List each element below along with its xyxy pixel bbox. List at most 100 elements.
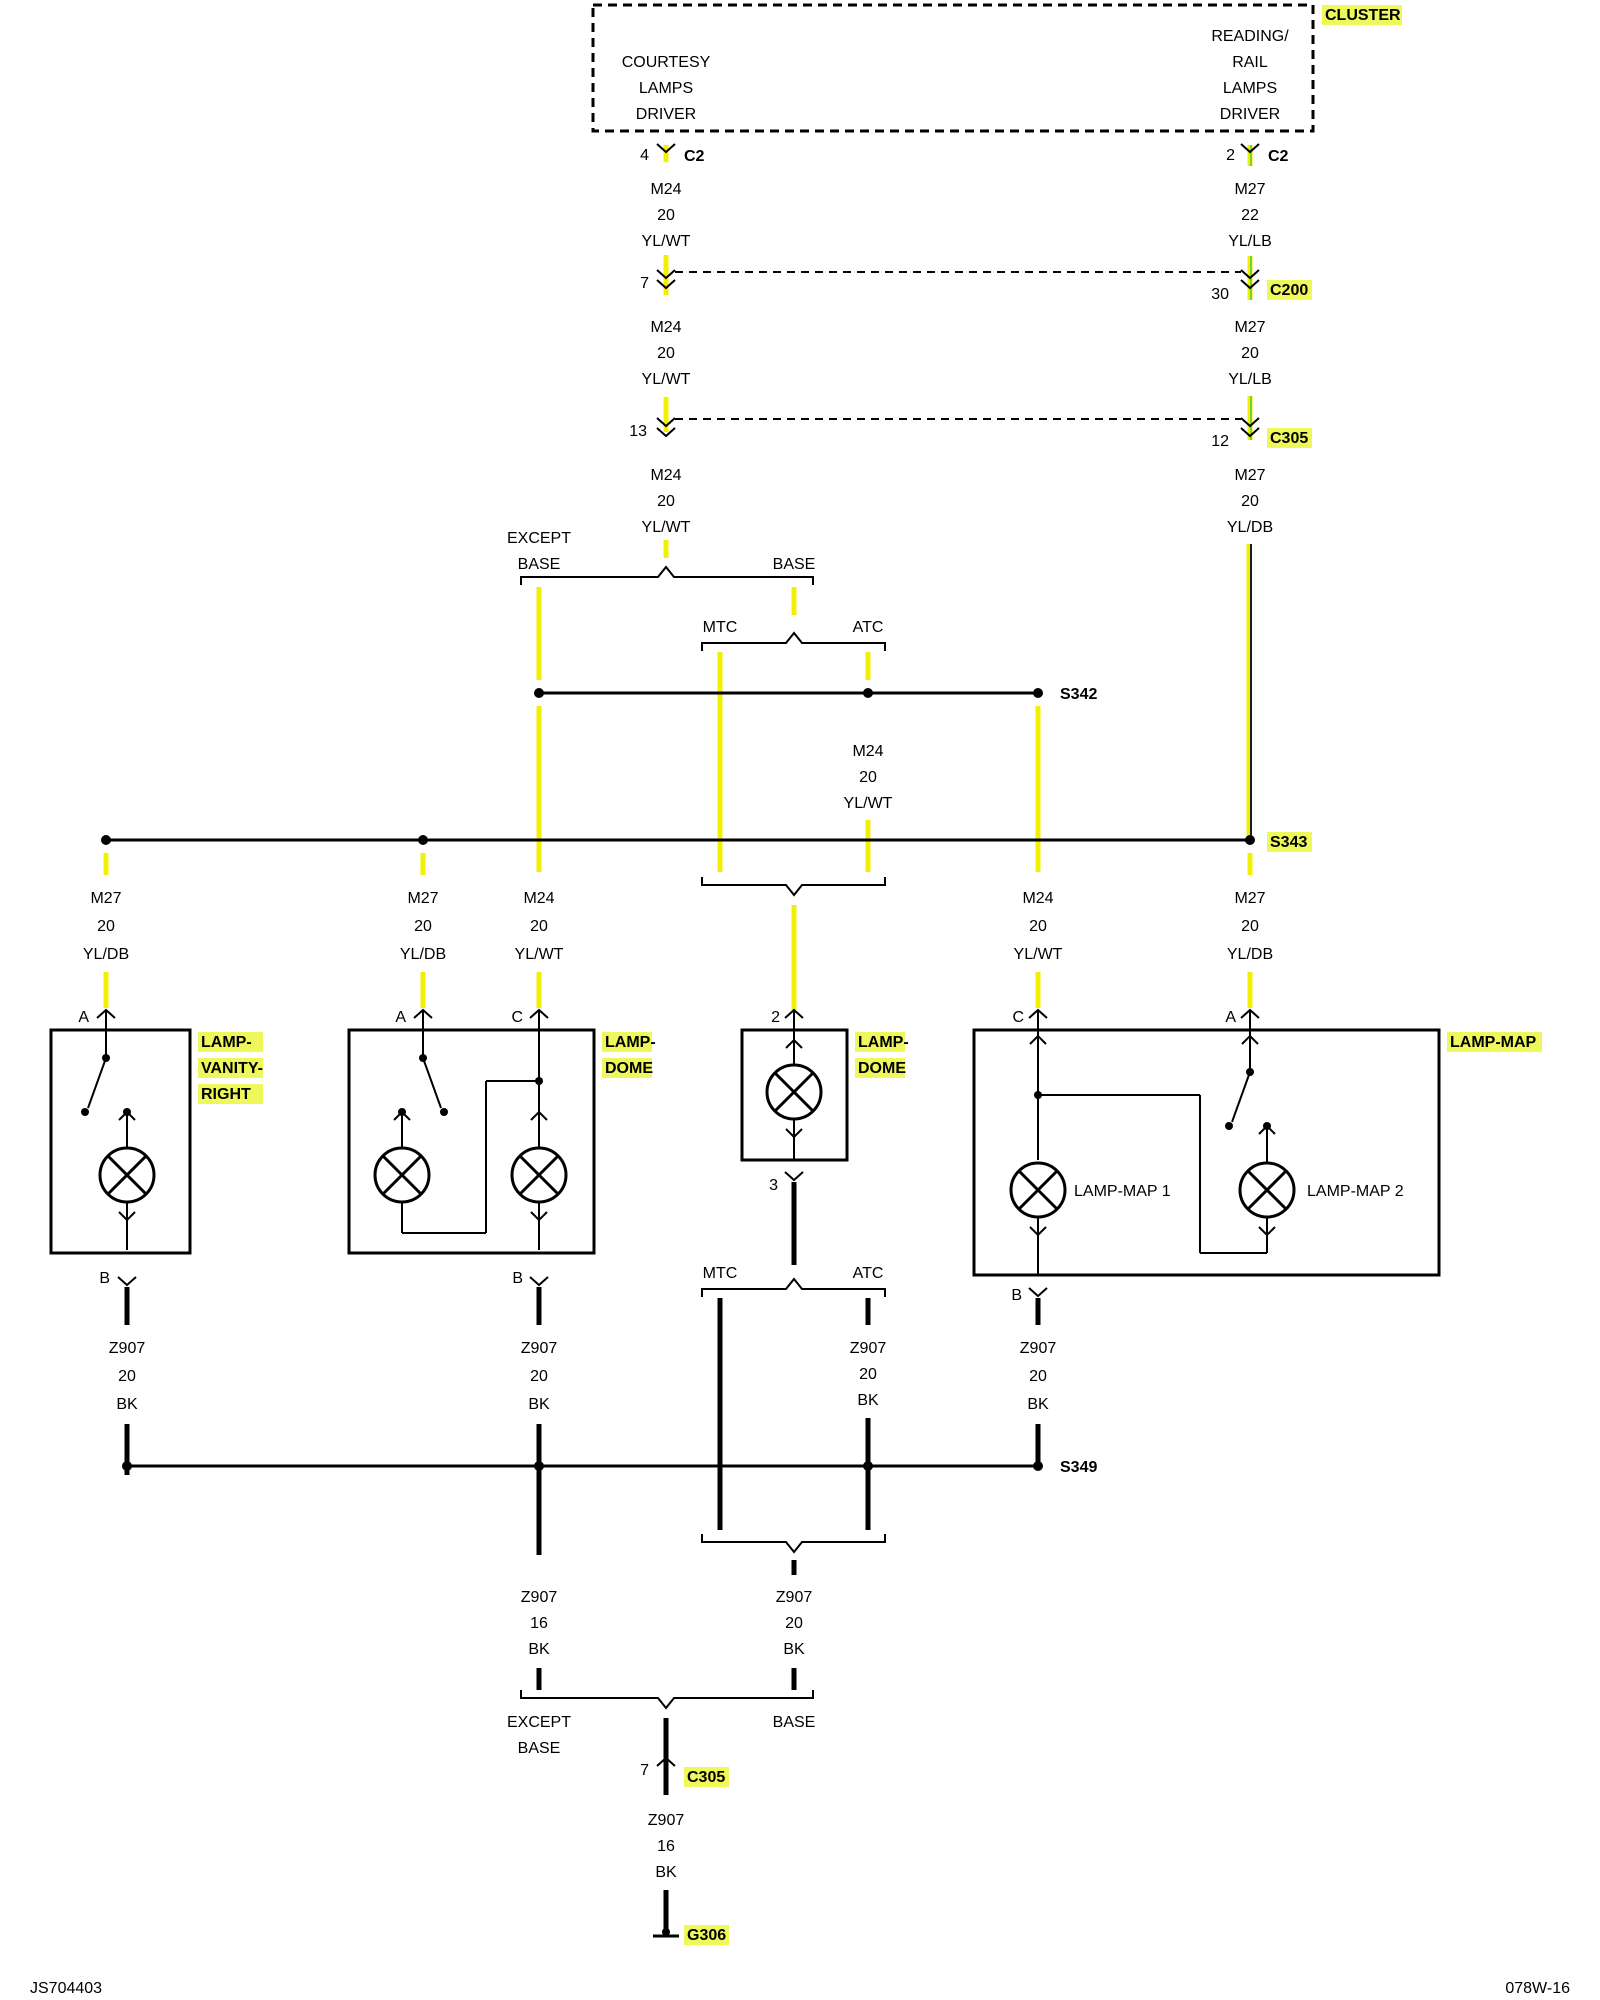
wire-gnd16-color: BK: [528, 1641, 550, 1658]
connector-c200-right-icon: [1240, 269, 1260, 290]
wire-dome1-a-gauge: 20: [414, 918, 432, 935]
option-brace-mtc-atc: [701, 631, 886, 651]
wire-map-a-gauge: 20: [1241, 918, 1259, 935]
wire-m24-gauge: 20: [657, 207, 675, 224]
dome2-highlight-1: [855, 1032, 905, 1052]
s349-node-1: [122, 1461, 132, 1471]
g306-highlight: [684, 1925, 729, 1945]
c305-bottom-highlight: [684, 1767, 729, 1787]
connector-c2-right-icon: [1240, 143, 1260, 154]
wire-gnd-map-circuit: Z907: [1020, 1340, 1057, 1357]
option-base: BASE: [773, 556, 816, 573]
cluster-label: CLUSTER: [1325, 7, 1401, 24]
c305-highlight: [1267, 428, 1312, 448]
vanity-highlight-3: [198, 1084, 263, 1104]
connector-vanity-b-icon: [117, 1276, 137, 1287]
option-brace-ground-bottom: [520, 1690, 814, 1710]
wire-m27-color-1: YL/LB: [1228, 233, 1272, 250]
cluster-box: [591, 3, 1315, 133]
ground-symbol-icon: [653, 1928, 679, 1938]
wire-m24-gauge-3: 20: [657, 493, 675, 510]
reading-label-1: READING/: [1211, 28, 1289, 45]
pin-vanity-a: A: [78, 1009, 89, 1026]
s349-node-2: [534, 1461, 544, 1471]
footer-left: JS704403: [30, 1980, 102, 1997]
lamp-map: [972, 1008, 1441, 1277]
s343-node-3: [1245, 835, 1255, 845]
courtesy-label-1: COURTESY: [622, 54, 711, 71]
reading-label-4: DRIVER: [1220, 106, 1280, 123]
map-highlight: [1447, 1032, 1542, 1052]
dome2-highlight-2: [855, 1058, 905, 1078]
vanity-label-2: VANITY-: [201, 1060, 263, 1077]
wire-gnd-dome1-circuit: Z907: [521, 1340, 558, 1357]
wire-gnd-main-circuit: Z907: [648, 1812, 685, 1829]
wire-m24-circuit-2: M24: [650, 319, 681, 336]
option-brace-bottom: [701, 1534, 886, 1554]
s343-node-1: [101, 835, 111, 845]
vanity-label-3: RIGHT: [201, 1086, 251, 1103]
option-atc-top: ATC: [853, 619, 884, 636]
connector-c305: C305: [1270, 430, 1308, 447]
connector-c2-right: C2: [1268, 148, 1289, 165]
connector-dome1-b-icon: [529, 1276, 549, 1287]
footer-right: 078W-16: [1505, 1980, 1570, 1997]
pin-map-c: C: [1012, 1009, 1024, 1026]
s343-node-2: [418, 835, 428, 845]
pin-dome1-a: A: [395, 1009, 406, 1026]
wire-dome1-a-color: YL/DB: [400, 946, 446, 963]
wire-m27-gauge-1: 22: [1241, 207, 1259, 224]
pin-right-c305: 12: [1211, 433, 1229, 450]
option-brace-ground: [701, 1277, 886, 1297]
connector-c200-left-icon: [656, 269, 676, 290]
connector-dome2-3-icon: [784, 1171, 804, 1182]
reading-label-3: LAMPS: [1223, 80, 1277, 97]
wire-m27-circuit-1: M27: [1234, 181, 1265, 198]
wire-dome1-c-circuit: M24: [523, 890, 554, 907]
wire-m27-gauge-3: 20: [1241, 493, 1259, 510]
wire-gnd-atc-gauge: 20: [859, 1366, 877, 1383]
wire-gnd-base-circuit: Z907: [776, 1589, 813, 1606]
wire-gnd-main-color: BK: [655, 1864, 677, 1881]
wire-m24-color: YL/WT: [642, 233, 691, 250]
pin-right-c200: 30: [1211, 286, 1229, 303]
wire-m27-circuit-2: M27: [1234, 319, 1265, 336]
s342-node-right: [1033, 688, 1043, 698]
wire-vanity-gauge: 20: [97, 918, 115, 935]
pin-dome1-b: B: [512, 1270, 523, 1287]
pin-dome1-c: C: [511, 1009, 523, 1026]
option-except-base-2: BASE: [518, 556, 561, 573]
wire-dome1-c-color: YL/WT: [515, 946, 564, 963]
wire-m24-color-2: YL/WT: [642, 371, 691, 388]
wire-gnd-map-color: BK: [1027, 1396, 1049, 1413]
wire-gnd-main-gauge: 16: [657, 1838, 675, 1855]
ground-g306: G306: [687, 1927, 726, 1944]
pin-map-a: A: [1225, 1009, 1236, 1026]
wire-map-c-circuit: M24: [1022, 890, 1053, 907]
pin-left-c305: 13: [629, 423, 647, 440]
wire-map-c-color: YL/WT: [1014, 946, 1063, 963]
option-mtc-bottom: MTC: [703, 1265, 738, 1282]
connector-c305-bottom-icon: [656, 1756, 676, 1767]
wire-m24-circuit: M24: [650, 181, 681, 198]
wire-gnd-dome1-color: BK: [528, 1396, 550, 1413]
pin-bottom-c305: 7: [640, 1762, 649, 1779]
c200-highlight: [1267, 280, 1312, 300]
wire-dome1-c-gauge: 20: [530, 918, 548, 935]
s349-node-3: [863, 1461, 873, 1471]
connector-c305-left-icon: [656, 417, 676, 438]
wire-m27-gauge-2: 20: [1241, 345, 1259, 362]
courtesy-label-3: DRIVER: [636, 106, 696, 123]
wire-vanity-circuit: M27: [90, 890, 121, 907]
option-brace-top: [520, 565, 814, 585]
courtesy-label-2: LAMPS: [639, 80, 693, 97]
option-except-base-bottom-2: BASE: [518, 1740, 561, 1757]
wire-gnd16-gauge: 16: [530, 1615, 548, 1632]
s343-highlight: [1267, 832, 1312, 852]
pin-right-c2: 2: [1226, 147, 1235, 164]
wire-gnd-atc-color: BK: [857, 1392, 879, 1409]
pin-dome2-3: 3: [769, 1177, 778, 1194]
dome2-label-2: DOME: [858, 1060, 906, 1077]
map-label: LAMP-MAP: [1450, 1034, 1537, 1051]
